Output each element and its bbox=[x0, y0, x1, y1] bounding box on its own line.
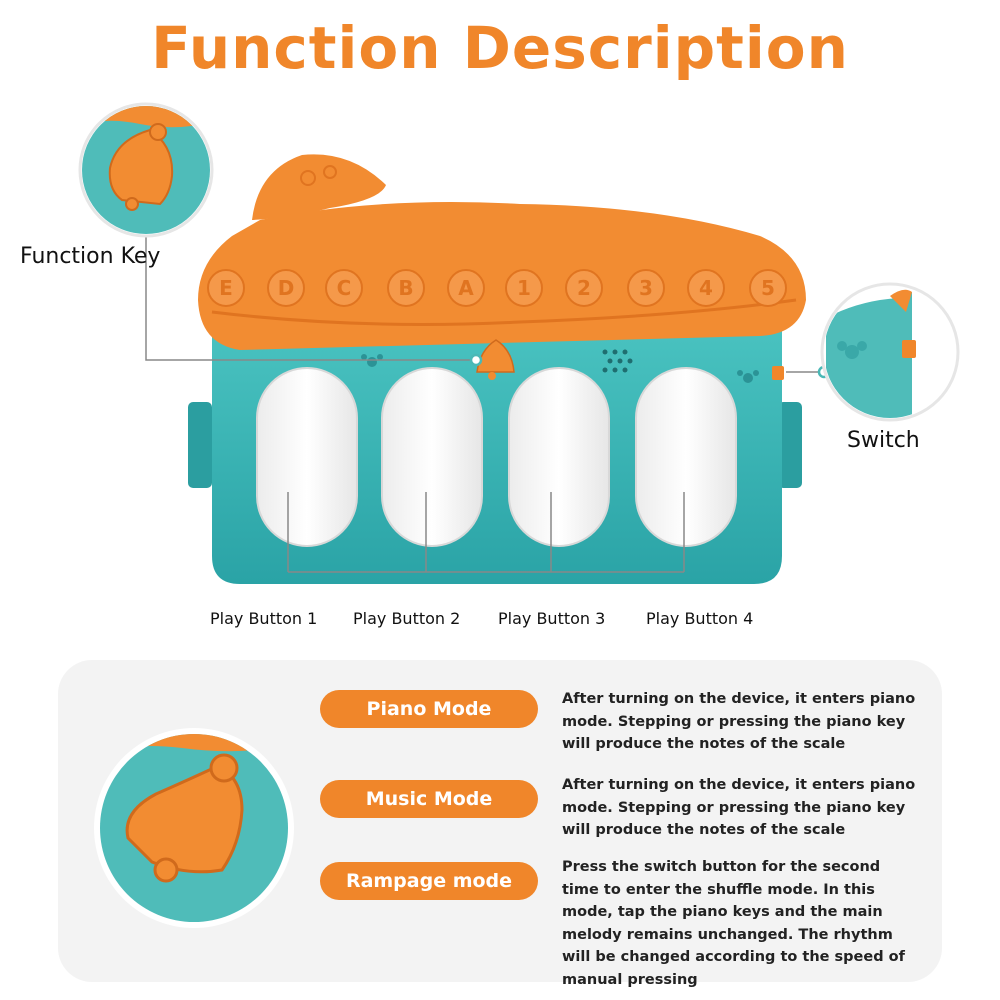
roof-letter-bumps: E D C B A 1 2 3 4 5 bbox=[207, 269, 787, 307]
piano-mode-description: After turning on the device, it enters p… bbox=[562, 691, 916, 752]
bell-icon bbox=[125, 764, 244, 874]
music-mode-description: After turning on the device, it enters p… bbox=[562, 777, 916, 838]
play-button-3-label: Play Button 3 bbox=[498, 609, 606, 628]
roof-letter: 2 bbox=[577, 276, 591, 300]
roof-bump bbox=[687, 269, 725, 307]
switch-zoom bbox=[820, 282, 960, 422]
roof-letter: D bbox=[278, 276, 295, 300]
roof-bump bbox=[387, 269, 425, 307]
roof-bump bbox=[505, 269, 543, 307]
roof-letter: 3 bbox=[639, 276, 653, 300]
music-mode-button[interactable]: Music Mode bbox=[320, 780, 538, 818]
roof-letter: E bbox=[219, 276, 233, 300]
roof-bump bbox=[749, 269, 787, 307]
play-button-2-label: Play Button 2 bbox=[353, 609, 461, 628]
play-key-3[interactable] bbox=[508, 367, 610, 547]
page-title: Function Description bbox=[151, 14, 849, 82]
bell-callout-dot bbox=[469, 353, 483, 367]
toy-piano-illustration: E D C B A 1 2 3 4 5 bbox=[78, 102, 960, 584]
rampage-mode-button[interactable]: Rampage mode bbox=[320, 862, 538, 900]
function-key-label: Function Key bbox=[20, 244, 161, 269]
play-keys bbox=[256, 367, 737, 547]
piano-body bbox=[188, 330, 802, 584]
roof-letter: C bbox=[337, 276, 352, 300]
play-button-4-label: Play Button 4 bbox=[646, 609, 754, 628]
play-key-1[interactable] bbox=[256, 367, 358, 547]
roof-letter: 4 bbox=[699, 276, 713, 300]
bell-zoom-circle bbox=[94, 728, 294, 928]
roof-letter: 1 bbox=[517, 276, 531, 300]
roof-bump bbox=[565, 269, 603, 307]
roof bbox=[198, 202, 806, 350]
roof-bump bbox=[447, 269, 485, 307]
piano-mode-button[interactable]: Piano Mode bbox=[320, 690, 538, 728]
roof-letter: A bbox=[458, 276, 474, 300]
roof-letter: 5 bbox=[761, 276, 775, 300]
roof-bump bbox=[267, 269, 305, 307]
switch-button[interactable] bbox=[772, 366, 784, 380]
function-key-zoom bbox=[78, 102, 214, 238]
speaker-grille-icon bbox=[602, 349, 633, 373]
roof-bump bbox=[627, 269, 665, 307]
switch-label: Switch bbox=[847, 428, 920, 453]
roof-letter: B bbox=[398, 276, 413, 300]
roof-bump bbox=[207, 269, 245, 307]
callout-lines bbox=[145, 226, 822, 573]
play-key-2[interactable] bbox=[381, 367, 483, 547]
play-key-4[interactable] bbox=[635, 367, 737, 547]
rampage-mode-description: Press the switch button for the second t… bbox=[562, 859, 905, 988]
play-button-1-label: Play Button 1 bbox=[210, 609, 318, 628]
roof-bump bbox=[325, 269, 363, 307]
